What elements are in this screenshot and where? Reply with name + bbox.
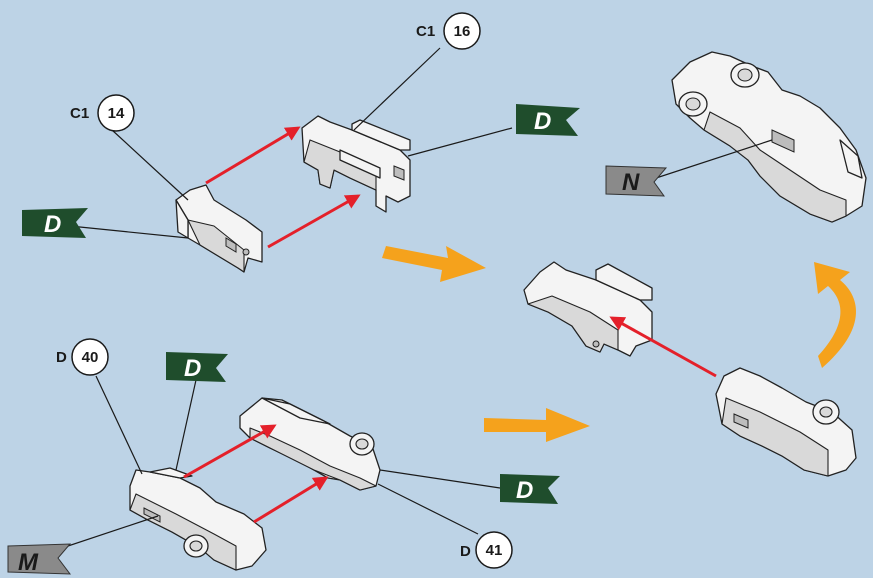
callout-c1-16: C1 16 [416, 12, 481, 50]
step-arrow-top [382, 246, 486, 282]
callout-number: 41 [486, 542, 503, 559]
flag-n: N [605, 165, 668, 197]
svg-text:D: D [184, 355, 201, 382]
callout-d-40: D 40 [56, 338, 109, 376]
part-14-16-assembled [523, 261, 653, 357]
svg-text:N: N [622, 169, 640, 196]
callout-number: 14 [108, 105, 125, 122]
part-40-41-assembled [715, 367, 857, 477]
flag-d-top-left: D [22, 208, 88, 238]
svg-text:D: D [516, 477, 533, 504]
flag-d-bottom-mid: D [166, 352, 228, 382]
callout-prefix: D [460, 543, 471, 560]
flag-d-bottom-right: D [500, 474, 560, 504]
svg-text:M: M [18, 549, 39, 576]
callout-c1-14: C1 14 [70, 94, 135, 132]
assembled-top-unit [671, 51, 867, 223]
part-16 [301, 115, 411, 213]
part-40 [129, 467, 267, 571]
callout-number: 40 [82, 349, 99, 366]
flag-d-top-right: D [516, 104, 580, 136]
arrows-40-to-41 [183, 424, 329, 524]
callout-number: 16 [454, 23, 471, 40]
svg-text:D: D [534, 108, 551, 135]
step-arrow-curved [814, 262, 857, 368]
callout-prefix: D [56, 349, 67, 366]
arrow-insert [609, 316, 717, 378]
flag-m: M [7, 543, 72, 576]
step-arrow-bottom [484, 408, 590, 442]
svg-text:D: D [44, 211, 61, 238]
callout-prefix: C1 [416, 23, 435, 40]
callout-prefix: C1 [70, 105, 89, 122]
part-14 [175, 184, 263, 273]
part-41 [239, 397, 381, 491]
arrows-14-to-16 [205, 126, 361, 249]
callout-d-41: D 41 [460, 531, 513, 569]
